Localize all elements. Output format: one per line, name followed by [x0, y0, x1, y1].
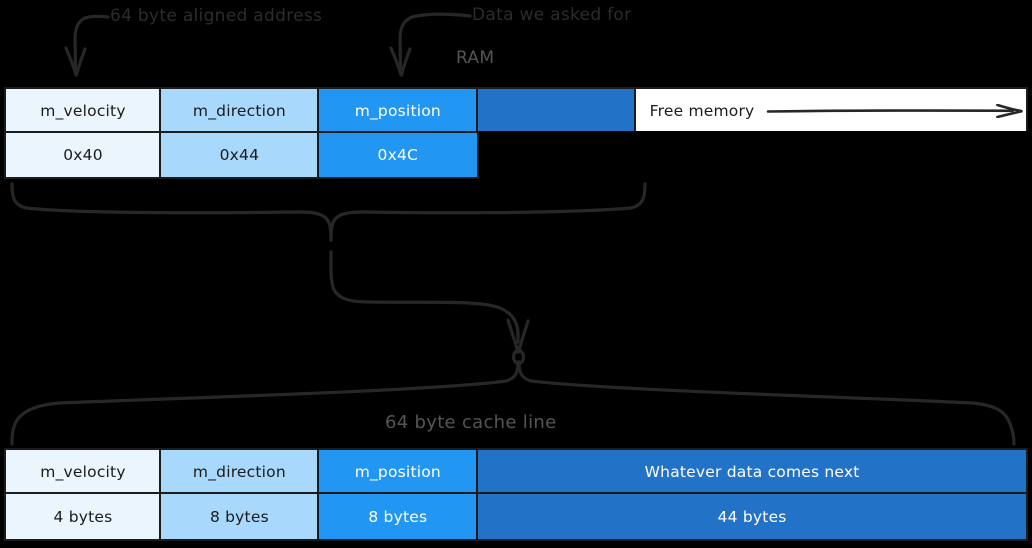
ram-title: RAM: [456, 48, 495, 68]
cacheline-size-next-data[interactable]: 44 bytes: [476, 492, 1028, 542]
cacheline-cell-m-direction[interactable]: m_direction: [159, 448, 320, 495]
ram-cell-m-velocity[interactable]: m_velocity: [4, 87, 162, 134]
ram-to-cacheline-brace: [10, 182, 647, 242]
free-memory-arrow: [767, 103, 1024, 118]
ram-address-m-velocity[interactable]: 0x40: [4, 131, 162, 180]
ram-cell-m-position[interactable]: m_position: [316, 87, 479, 134]
ram-table: m_velocity m_direction m_position Free m…: [4, 87, 1028, 180]
ram-address-row: 0x40 0x44 0x4C: [4, 131, 1028, 180]
data-asked-for-arrow: [389, 12, 472, 77]
ram-cell-m-direction[interactable]: m_direction: [159, 87, 320, 134]
cacheline-size-m-velocity[interactable]: 4 bytes: [4, 492, 162, 542]
ram-address-empty-next: [478, 131, 639, 180]
cacheline-size-m-position[interactable]: 8 bytes: [316, 492, 479, 542]
cacheline-size-row: 4 bytes 8 bytes 8 bytes 44 bytes: [4, 492, 1028, 542]
ram-address-m-direction[interactable]: 0x44: [159, 131, 320, 180]
cacheline-size-m-direction[interactable]: 8 bytes: [159, 492, 320, 542]
cacheline-span-brace: [10, 348, 1016, 446]
cacheline-name-row: m_velocity m_direction m_position Whatev…: [4, 448, 1028, 495]
ram-cell-next-data[interactable]: [476, 87, 637, 134]
ram-address-empty-free: [638, 131, 1028, 180]
annotation-aligned-address: 64 byte aligned address: [110, 6, 323, 26]
annotation-data-we-asked-for: Data we asked for: [472, 5, 632, 25]
cacheline-fetch-arrow: [329, 250, 530, 354]
cacheline-cell-next-data[interactable]: Whatever data comes next: [476, 448, 1028, 495]
ram-name-row: m_velocity m_direction m_position Free m…: [4, 87, 1028, 134]
free-memory-label: Free memory: [649, 101, 755, 120]
cacheline-title: 64 byte cache line: [385, 412, 557, 433]
cacheline-cell-m-position[interactable]: m_position: [316, 448, 479, 495]
aligned-address-arrow: [64, 14, 110, 77]
cacheline-table: m_velocity m_direction m_position Whatev…: [4, 448, 1028, 542]
ram-cell-free-memory[interactable]: Free memory: [633, 87, 1028, 134]
cacheline-cell-m-velocity[interactable]: m_velocity: [4, 448, 162, 495]
ram-address-m-position[interactable]: 0x4C: [316, 131, 479, 180]
